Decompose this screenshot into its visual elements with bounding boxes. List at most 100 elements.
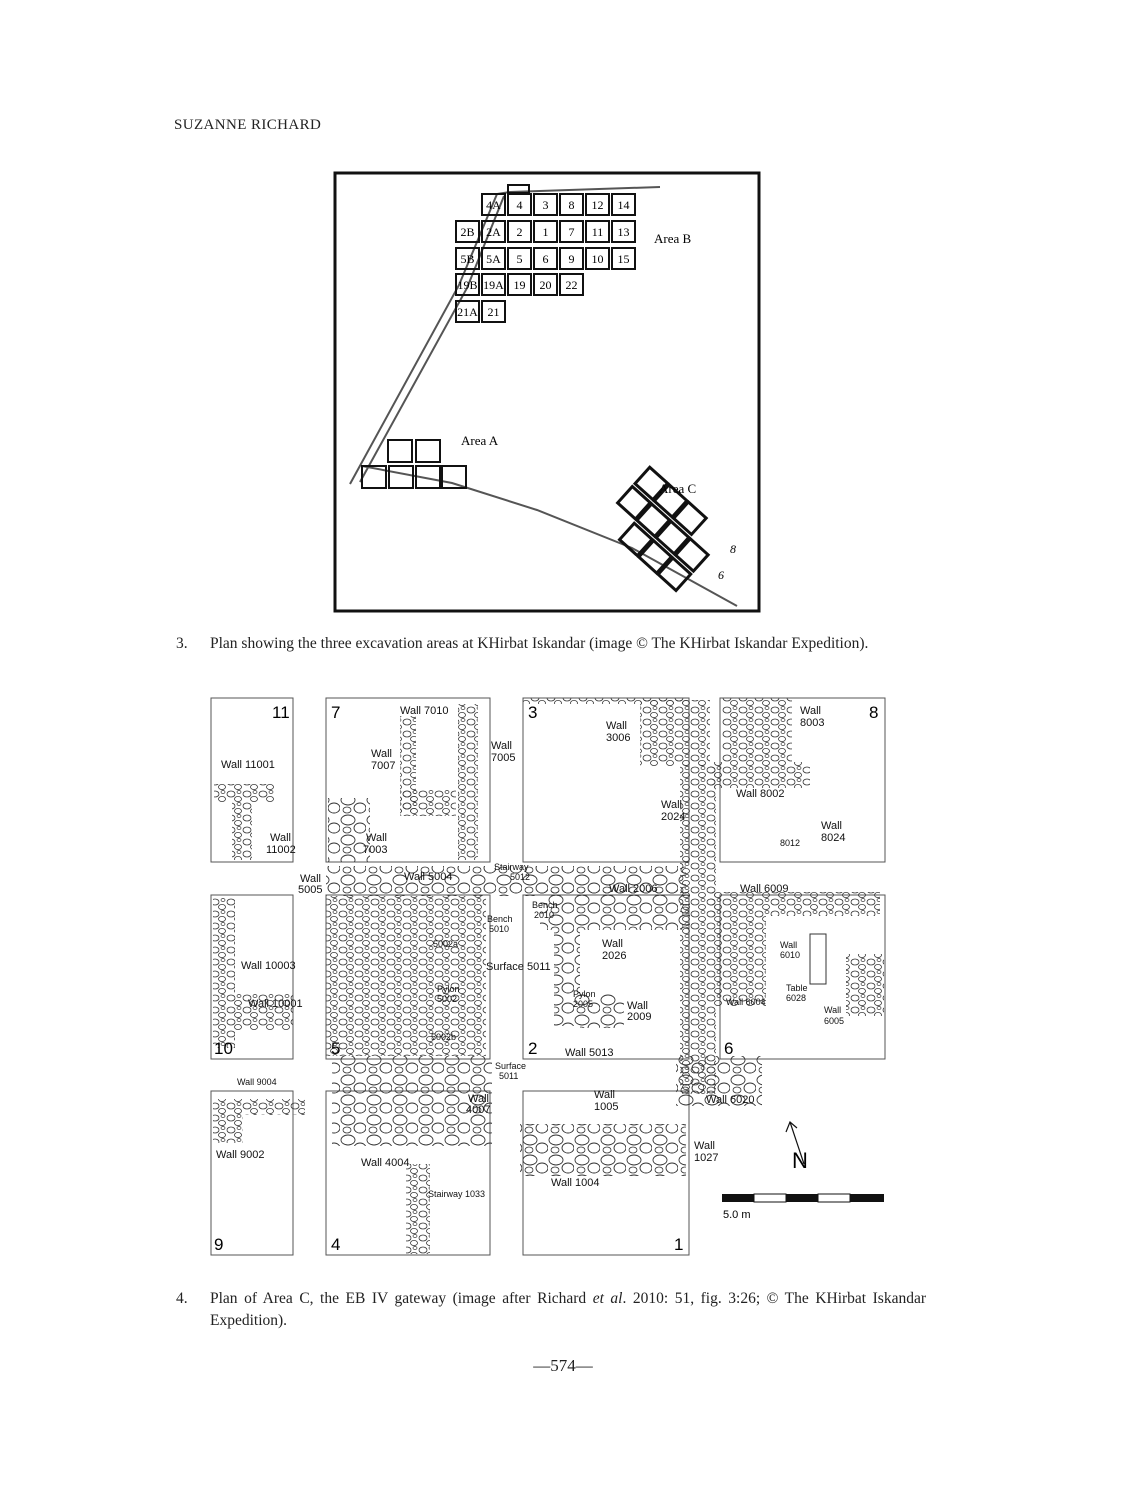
grid-square [455,247,480,270]
square-number: 7 [331,703,340,722]
feature-label: 5002 [437,994,457,1004]
grid-square [481,273,506,296]
feature-label: Pylon [573,989,596,999]
feature-label: 6028 [786,993,806,1003]
caption-text: Plan showing the three excavation areas … [210,635,869,652]
grid-square [481,300,506,323]
grid-square [533,220,558,243]
grid-square-label: 5A [486,252,501,266]
feature-label: Pylon [437,984,460,994]
square-number: 3 [528,703,537,722]
wall-label: Wall 9004 [237,1077,277,1087]
wall-label: 2009 [627,1011,651,1023]
wall-label: 4007 [466,1104,490,1116]
grid-square [611,220,636,243]
feature-label: Stairway 1033 [428,1189,485,1199]
grid-square-label: 19 [514,278,526,292]
caption-text: Plan of Area C, the EB IV gateway (image… [210,1288,926,1332]
grid-square-label: 1 [543,225,549,239]
wall-label: Wall [824,1005,841,1015]
grid-square-label: 6 [543,252,549,266]
area-c-plan-figure: 11 7 3 8 10 5 2 6 9 4 1 Wall 7010 Wall 7… [210,697,886,1256]
area-b-label: Area B [654,231,692,246]
grid-square [559,220,584,243]
wall-label: 2026 [602,950,626,962]
wall-label: Wall [780,940,797,950]
area-a-grid [361,439,467,489]
square-number: 11 [272,703,290,722]
grid-square-label: 15 [618,252,630,266]
square-number: 1 [674,1235,683,1254]
north-label: N [792,1148,808,1173]
caption-text-part: . 2010: 51, fig. 3:26; © The KHirbat Isk… [210,1290,926,1329]
wall-label: Wall 5004 [404,871,453,883]
square-number: 10 [214,1039,233,1058]
grid-square [533,273,558,296]
caption-text-part: Plan of Area C, the EB IV gateway (image… [210,1290,593,1307]
wall-label: 7003 [363,844,387,856]
grid-square [481,247,506,270]
square-number: 9 [214,1235,223,1254]
feature-label: 5010 [489,924,509,934]
wall-label: Wall [800,705,821,717]
feature-label: Stairway [494,862,529,872]
wall-label: Wall 2006 [609,883,658,895]
wall-label: Wall [491,740,512,752]
feature-label: Bench [532,900,558,910]
grid-square [507,273,532,296]
wall-label: Wall [594,1089,615,1101]
wall-label: 1005 [594,1101,618,1113]
wall-label: Wall 5013 [565,1047,614,1059]
square-number: 6 [724,1039,733,1058]
feature-label: 5011 [499,1071,518,1081]
grid-square [507,220,532,243]
wall-label: 3006 [606,732,630,744]
area-c-label: Area C [659,481,696,496]
grid-square-label: 7 [569,225,575,239]
grid-square [559,273,584,296]
grid-square [455,220,480,243]
wall-label: Wall [661,799,682,811]
grid-square [559,193,584,216]
grid-square-label: 3 [543,198,549,212]
grid-square-label: 19B [457,278,477,292]
grid-square [611,247,636,270]
scale-bar: 5.0 m [722,1193,884,1221]
feature-label: Surface 5011 [486,961,551,973]
wall-label: 7007 [371,760,395,772]
scale-label: 5.0 m [723,1209,751,1221]
feature-label: 2005 [573,999,593,1009]
wall-label: Wall [694,1140,715,1152]
grid-square [559,247,584,270]
caption-number: 4. [176,1290,188,1307]
grid-square [533,247,558,270]
wall-label: Wall 10003 [241,960,296,972]
figure-4-caption: 4. Plan of Area C, the EB IV gateway (im… [176,1288,926,1332]
wall-label: Wall 6020 [706,1094,755,1106]
feature-label: 5002b [431,1032,456,1042]
wall-label: Wall [366,832,387,844]
wall-label: Wall [627,1000,648,1012]
wall-label: Wall 10001 [248,998,303,1010]
area-c-square-label: 8 [730,542,736,556]
wall-label: 1027 [694,1152,718,1164]
grid-square-label: 19A [483,278,504,292]
feature-labels: Wall 7010 Wall 7007 Wall 7005 Wall 3006 … [216,705,845,1199]
grid-square-label: 20 [540,278,552,292]
wall-label: 7005 [491,752,515,764]
grid-square-label: 21A [457,305,478,319]
grid-square [533,193,558,216]
area-a-label: Area A [461,433,499,448]
grid-square-label: 11 [592,225,604,239]
grid-square [585,247,610,270]
feature-label: 8012 [780,838,800,848]
grid-square [481,220,506,243]
grid-square [455,300,480,323]
feature-label: 5012 [510,872,530,882]
grid-square-label: 4 [517,198,523,212]
wall-label: Wall 6004 [726,997,766,1007]
wall-label: Wall [468,1093,489,1105]
square-number: 4 [331,1235,340,1254]
north-arrow: N [785,1120,808,1173]
